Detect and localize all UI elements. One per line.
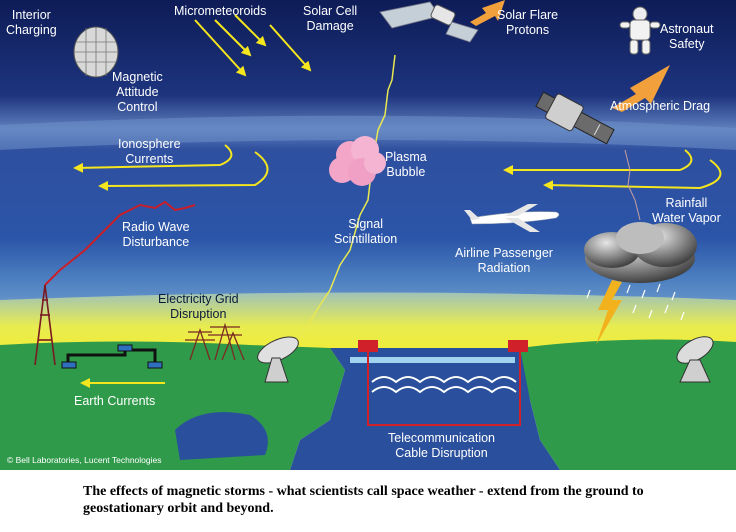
power-tower-icon: [185, 322, 245, 361]
solar-panel-satellite-icon: [379, 1, 479, 43]
dish-antenna-icon: [257, 336, 299, 383]
micrometeoroid-arrows: [194, 14, 312, 77]
atmospheric-drag-label: Atmospheric Drag: [610, 99, 711, 113]
cable-station-icon: [358, 340, 528, 352]
dish-antenna-right-icon: [676, 336, 714, 383]
lightning-icon: [596, 280, 622, 345]
ionosphere-currents-arrows: [73, 144, 269, 191]
storm-cloud-icon: [584, 222, 697, 283]
ocean: [290, 348, 560, 470]
radio-tower-icon: [34, 284, 56, 366]
signal-scintillation-path: [289, 54, 396, 346]
diagram-canvas: [0, 0, 736, 470]
pipeline-icon: [61, 344, 163, 369]
waves: [371, 376, 517, 394]
rain-icon: [586, 283, 685, 321]
ionosphere-currents-arrows-right: [503, 149, 722, 191]
credit-text: © Bell Laboratories, Lucent Technologies: [7, 455, 162, 465]
satellite-icon: [73, 26, 119, 78]
undersea-cable: [367, 352, 521, 426]
astronaut-icon: [619, 6, 661, 55]
figure-caption: The effects of magnetic storms - what sc…: [83, 484, 644, 516]
radio-wave-path: [44, 200, 196, 286]
solar-flare-arrow-icon: [470, 0, 670, 112]
land-right: [520, 339, 736, 470]
spacecraft-icon: [535, 91, 615, 145]
ionosphere-band: [0, 115, 736, 150]
airplane-icon: [464, 204, 560, 232]
lake: [175, 412, 268, 460]
drag-trail: [624, 149, 641, 221]
earth-currents-label: Earth Currents: [74, 394, 156, 408]
micrometeoroids-label: Micrometeoroids: [174, 4, 267, 18]
plasma-bubble: [329, 136, 386, 186]
land-left: [0, 341, 345, 470]
